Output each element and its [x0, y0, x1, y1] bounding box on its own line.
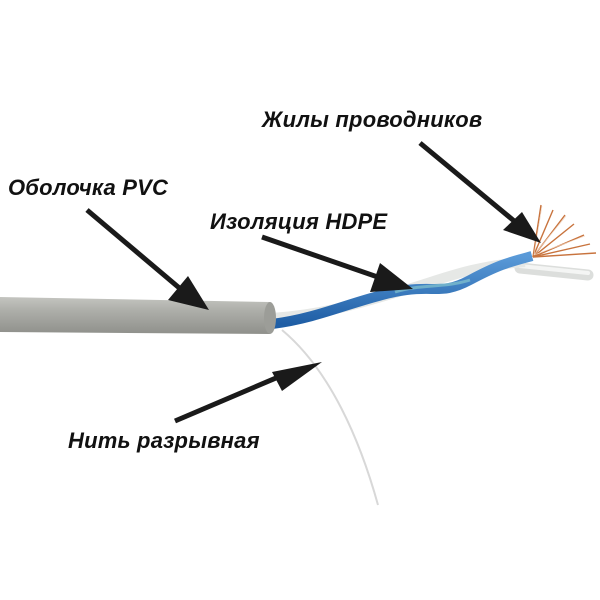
label-insulation: Изоляция HDPE	[210, 209, 388, 234]
arrow-conductors	[418, 141, 541, 243]
label-jacket: Оболочка PVC	[8, 175, 169, 200]
ripcord-thread	[281, 329, 379, 506]
label-ripcord: Нить разрывная	[68, 428, 260, 453]
arrow-insulation	[261, 234, 413, 292]
label-conductors: Жилы проводников	[262, 107, 483, 132]
arrow-ripcord	[174, 362, 322, 424]
pvc-jacket	[0, 297, 274, 334]
arrow-jacket	[85, 208, 209, 310]
blue-wire	[271, 251, 534, 329]
copper-strands	[532, 204, 597, 258]
